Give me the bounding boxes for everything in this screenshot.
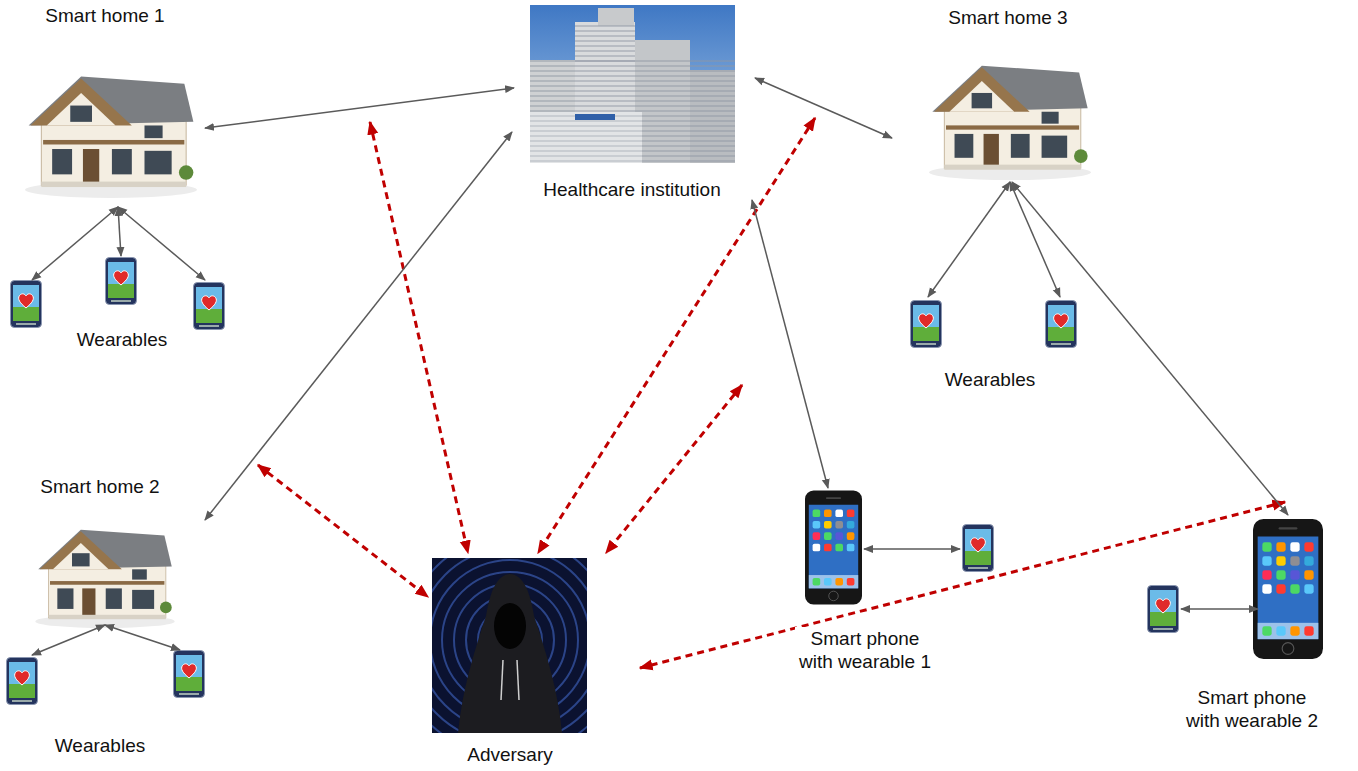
link-arrow	[1012, 182, 1288, 515]
hospital-picture	[530, 5, 735, 163]
node-label: Smart home 3	[946, 6, 1069, 29]
healthcare-institution: Healthcare institution	[510, 2, 755, 204]
wearables-group: Wearables	[5, 255, 235, 355]
link-arrow	[118, 207, 205, 280]
smart-home: Smart home 1	[25, 2, 205, 207]
wearable-icons	[7, 258, 1179, 705]
house-picture	[25, 77, 197, 198]
node-label: Healthcare institution	[541, 178, 722, 201]
wearable-icon	[106, 258, 137, 305]
wearable-icon	[194, 283, 225, 330]
link-arrow	[1010, 182, 1060, 297]
house-picture	[929, 66, 1091, 180]
wearable-icon	[7, 658, 38, 705]
link-arrow	[32, 625, 105, 655]
link-arrow	[118, 207, 121, 256]
link-arrow	[755, 78, 892, 138]
wearable-icon	[1046, 301, 1077, 348]
wearable-icon	[174, 651, 205, 698]
smart-home: Smart home 3	[890, 3, 1105, 182]
wearable-icon	[1148, 586, 1179, 633]
node-label: Wearables	[943, 368, 1037, 391]
wearable-icon	[11, 281, 42, 328]
wearables-group: Wearables	[900, 295, 1075, 395]
link-arrow	[205, 88, 514, 128]
adversary: Adversary	[425, 555, 595, 768]
wearable-icon	[963, 525, 994, 572]
node-label: Smart phone with wearable 1	[795, 627, 935, 673]
house-pictures	[25, 66, 1091, 628]
link-arrow	[928, 182, 1010, 297]
node-label: Wearables	[75, 328, 169, 351]
smart-phone: Smart phone with wearable 2	[1140, 515, 1350, 740]
link-arrow	[205, 132, 512, 520]
link-arrow	[32, 207, 118, 280]
link-arrow	[752, 200, 828, 488]
smart-home: Smart home 2	[5, 472, 205, 627]
node-label: Adversary	[465, 743, 555, 766]
house-picture	[35, 530, 174, 628]
node-label: Smart home 1	[43, 4, 166, 27]
node-label: Smart phone with wearable 2	[1182, 686, 1322, 732]
wearable-icon	[911, 301, 942, 348]
phone-wearable-links	[864, 549, 1258, 609]
phone-picture	[805, 491, 862, 605]
wearables-group: Wearables	[0, 645, 215, 765]
attack-arrows	[258, 118, 1285, 668]
node-label: Smart home 2	[38, 475, 161, 498]
phone-picture	[1253, 519, 1323, 659]
smart-phone: Smart phone with wearable 1	[790, 488, 1005, 678]
link-arrow	[105, 625, 180, 650]
adversary-picture	[394, 524, 626, 756]
node-label: Wearables	[53, 734, 147, 757]
